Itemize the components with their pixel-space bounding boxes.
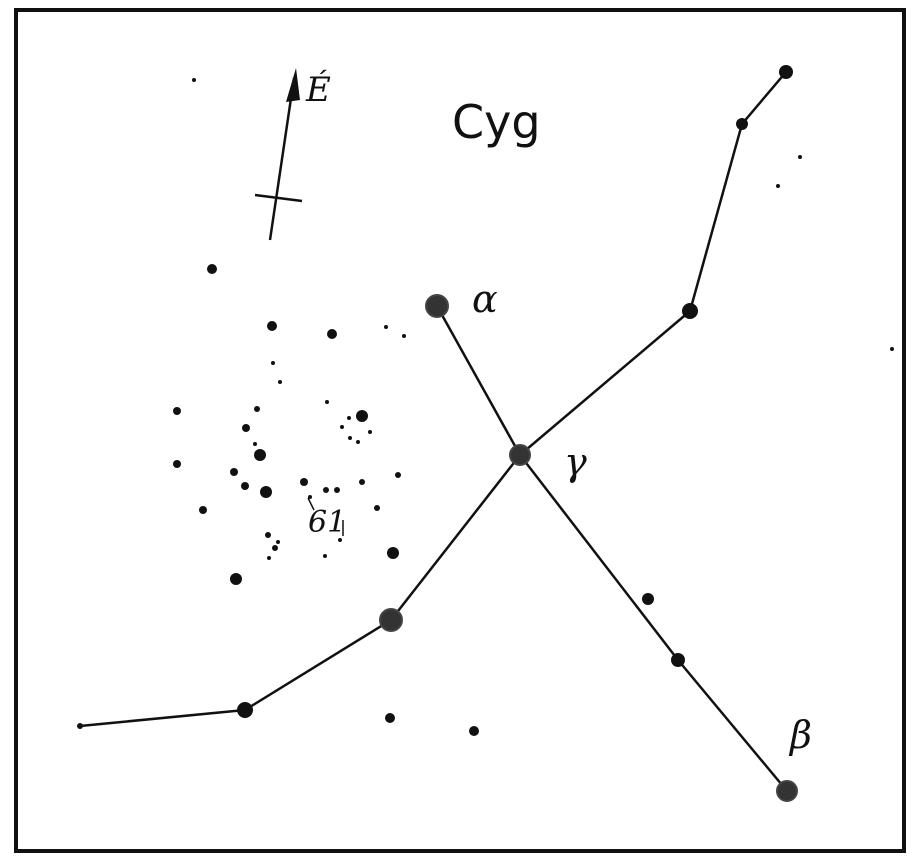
star (207, 264, 217, 274)
star (77, 723, 83, 729)
star (308, 495, 312, 499)
star (325, 400, 329, 404)
star (348, 436, 352, 440)
stars (77, 65, 894, 802)
star (267, 556, 271, 560)
star (776, 184, 780, 188)
constellation-line (390, 454, 521, 621)
star (347, 416, 351, 420)
cyg61-marker-arrows (307, 497, 344, 536)
star (359, 479, 365, 485)
star (340, 425, 344, 429)
constellation-line (244, 618, 392, 712)
star (334, 487, 340, 493)
constellation-line (435, 305, 522, 456)
star (736, 118, 748, 130)
star (241, 482, 249, 490)
star (374, 505, 380, 511)
star (242, 424, 250, 432)
east-label: É (305, 69, 331, 110)
star (254, 449, 266, 461)
constellation-line (519, 310, 691, 456)
star (254, 406, 260, 412)
star (323, 487, 329, 493)
star (356, 410, 368, 422)
star (356, 440, 360, 444)
star (509, 444, 531, 466)
star (379, 608, 403, 632)
label-gamma: γ (564, 440, 587, 484)
star (260, 486, 272, 498)
star (327, 329, 337, 339)
star (890, 347, 894, 351)
constellation-line (519, 454, 679, 661)
constellation-lines (79, 71, 788, 792)
star (230, 573, 242, 585)
star (271, 361, 275, 365)
constellation-line (677, 659, 788, 792)
star (385, 713, 395, 723)
star (368, 430, 372, 434)
star (253, 442, 257, 446)
label-cyg61: 61 (308, 505, 346, 540)
star (779, 65, 793, 79)
star (173, 407, 181, 415)
star (776, 780, 798, 802)
star (425, 294, 449, 318)
star (338, 538, 342, 542)
star (384, 325, 388, 329)
star (402, 334, 406, 338)
star (642, 593, 654, 605)
star (323, 554, 327, 558)
star (272, 545, 278, 551)
star (395, 472, 401, 478)
star (278, 380, 282, 384)
star (387, 547, 399, 559)
constellation-line (741, 71, 787, 125)
star (265, 532, 271, 538)
star (173, 460, 181, 468)
constellation-title: Cyg (452, 95, 541, 149)
star (267, 321, 277, 331)
constellation-line (688, 123, 744, 312)
star (682, 303, 698, 319)
star (192, 78, 196, 82)
label-alpha: α (472, 277, 498, 321)
star (237, 702, 253, 718)
chart-border (14, 8, 906, 853)
star (199, 506, 207, 514)
star (300, 478, 308, 486)
star (230, 468, 238, 476)
label-beta: β (788, 713, 812, 757)
east-arrow (254, 68, 303, 241)
constellation-line (79, 708, 246, 728)
star (671, 653, 685, 667)
star (798, 155, 802, 159)
star (469, 726, 479, 736)
star (276, 540, 280, 544)
